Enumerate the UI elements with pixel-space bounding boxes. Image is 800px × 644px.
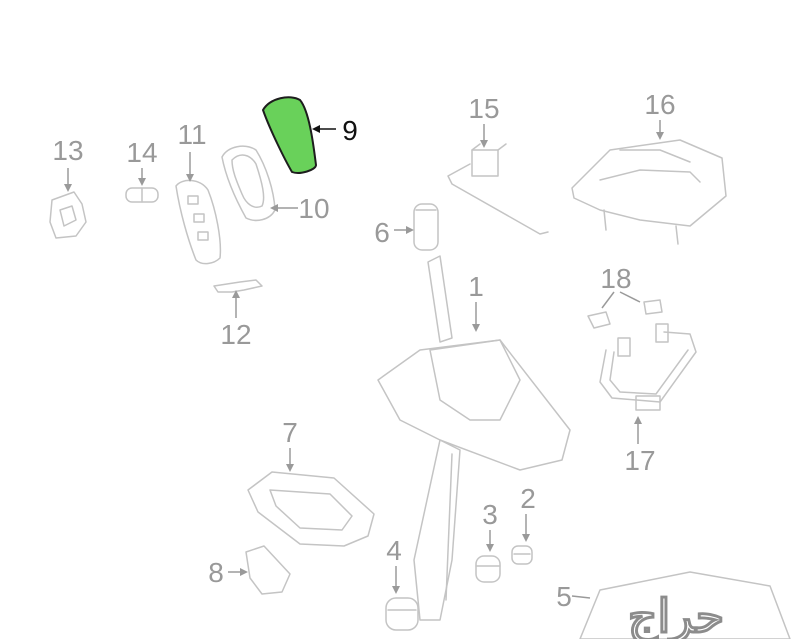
part-17-harness	[599, 323, 697, 411]
callout-2: 2	[520, 483, 536, 514]
part-11-switch-strip	[175, 179, 222, 265]
part-14-plug	[125, 187, 159, 203]
callout-4: 4	[386, 535, 402, 566]
part-16-housing	[571, 139, 727, 245]
part-1-shifter-assembly	[377, 255, 571, 621]
callout-16: 16	[644, 89, 675, 120]
callout-8: 8	[208, 557, 224, 588]
part-10-trim-panel	[221, 145, 276, 222]
callout-13: 13	[52, 135, 83, 166]
callout-6: 6	[374, 217, 390, 248]
part-5-base-plate	[579, 571, 791, 640]
callout-1: 1	[468, 271, 484, 302]
callout-3: 3	[482, 499, 498, 530]
callout-5: 5	[556, 581, 572, 612]
callout-11: 11	[177, 119, 206, 150]
callout-14: 14	[126, 137, 157, 168]
part-6-sleeve	[413, 203, 439, 251]
callout-15: 15	[468, 93, 499, 124]
callout-10: 10	[298, 193, 329, 224]
part-2-bushing	[511, 545, 533, 565]
callout-9: 9	[342, 115, 358, 146]
part-12-bracket	[213, 279, 263, 293]
part-13-clip	[49, 191, 87, 239]
part-4-bushing	[385, 597, 419, 631]
callout-12: 12	[220, 319, 251, 350]
part-15-cable	[447, 143, 549, 235]
part-8-cap	[245, 545, 291, 595]
part-7-boot	[247, 471, 375, 547]
callout-17: 17	[624, 445, 655, 476]
watermark-logo: حراج	[628, 590, 724, 639]
part-9-knob-cover	[262, 96, 317, 174]
callout-7: 7	[282, 417, 298, 448]
callout-18: 18	[600, 263, 631, 294]
part-3-bushing	[475, 555, 501, 583]
part-18-connectors	[587, 299, 663, 329]
